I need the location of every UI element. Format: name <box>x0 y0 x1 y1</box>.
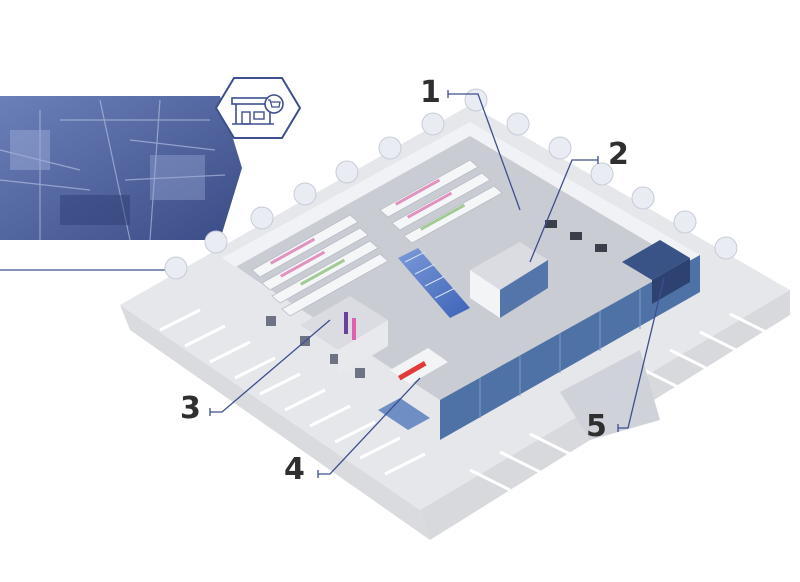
leader-line-2 <box>529 159 598 263</box>
callout-1: 1 <box>420 75 441 110</box>
shelving-aisles <box>251 159 503 317</box>
leader-line-4 <box>318 377 421 475</box>
interior-rooms <box>300 220 690 384</box>
callout-5: 5 <box>586 409 607 444</box>
escalator <box>398 248 470 318</box>
callout-4: 4 <box>284 452 305 487</box>
leader-lines <box>209 90 665 478</box>
mall-photo-banner <box>0 96 242 241</box>
leader-line-3 <box>210 319 331 413</box>
callout-2: 2 <box>608 137 629 172</box>
store-cart-icon <box>214 77 302 139</box>
callout-3: 3 <box>180 391 201 426</box>
leader-line-1 <box>448 93 521 211</box>
leader-line-5 <box>618 277 665 429</box>
